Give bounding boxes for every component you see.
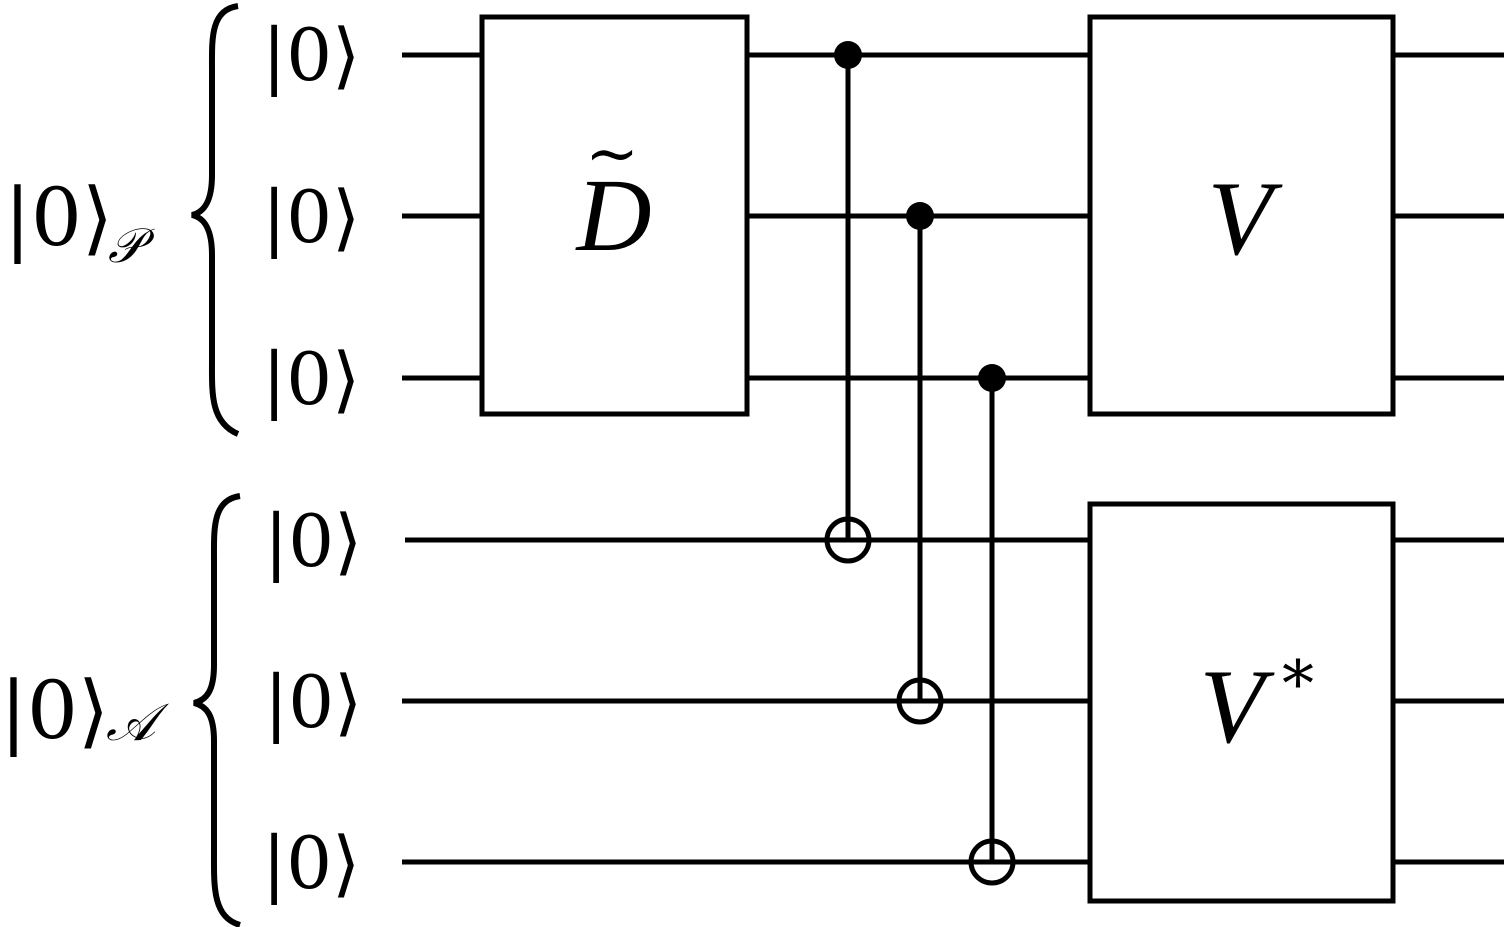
gate-v-label: V	[1208, 160, 1283, 277]
gate-v-star-label: V	[1200, 648, 1275, 765]
brace-p	[191, 3, 240, 437]
brace-a	[193, 493, 242, 927]
cnot-2-control-dot	[906, 202, 934, 230]
group-p-subscript: 𝒫	[108, 220, 155, 273]
group-p-ket: |0⟩	[4, 171, 113, 264]
qubit-ket-a3: |0⟩	[262, 821, 360, 905]
group-a-ket: |0⟩	[0, 664, 109, 757]
gate-v-box	[1087, 14, 1396, 417]
group-a-subscript: 𝒜	[106, 695, 170, 752]
gate-v-star-box	[1087, 501, 1396, 904]
cnot-3-control-dot	[978, 364, 1006, 392]
gate-d-tilde-accent: ~	[585, 117, 639, 191]
qubit-ket-a1: |0⟩	[264, 499, 362, 583]
qubit-ket-p2: |0⟩	[262, 175, 360, 259]
qubit-ket-p1: |0⟩	[262, 13, 360, 97]
gate-d-tilde-box	[479, 14, 750, 417]
gate-v-star-superscript: *	[1282, 648, 1314, 722]
qubit-ket-a2: |0⟩	[264, 660, 362, 744]
cnot-1-control-dot	[834, 41, 862, 69]
qubit-ket-p3: |0⟩	[262, 337, 360, 421]
gate-d-tilde-label: D	[574, 158, 651, 273]
